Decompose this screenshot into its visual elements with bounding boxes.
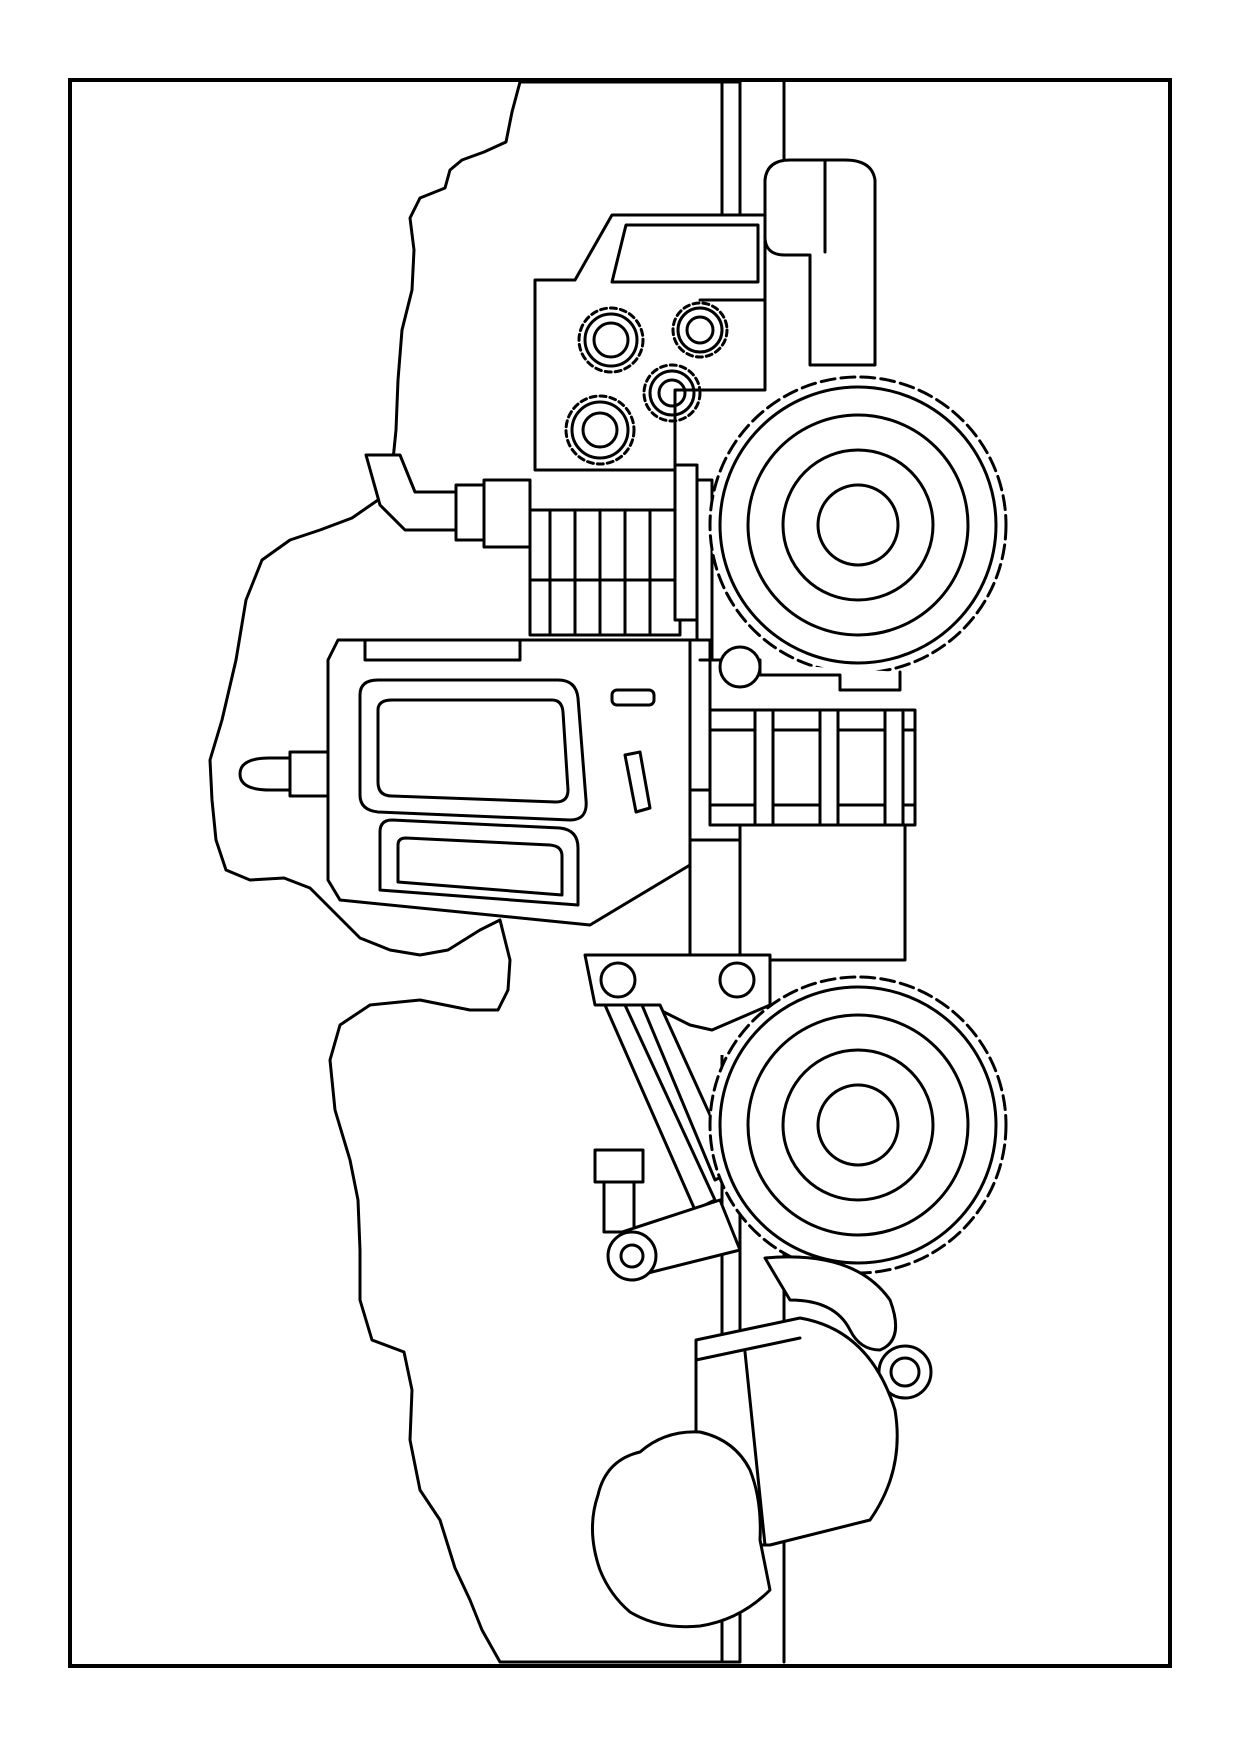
gear-icon [671, 301, 729, 359]
pivot-icon [606, 1230, 658, 1282]
ladder-icon [708, 708, 917, 827]
grille-icon [528, 508, 682, 637]
horn-icon [238, 756, 292, 792]
wheel-icon [708, 375, 1008, 675]
pivot-icon [718, 961, 756, 999]
wheel-icon [708, 975, 1008, 1275]
hydraulic-cylinder-icon [593, 1148, 645, 1184]
cab-window-icon [358, 678, 588, 822]
bucket-arm-icon [763, 1255, 898, 1352]
cab-roof-pipe-icon [763, 158, 877, 367]
pivot-icon [718, 645, 762, 689]
pivot-icon [599, 961, 637, 999]
gear-icon [642, 363, 702, 423]
exhaust-mount-icon [454, 483, 486, 542]
exhaust-mount-icon [482, 478, 532, 549]
border-frame-icon [68, 78, 1172, 1668]
engine-window-icon [610, 223, 760, 284]
rock-pile-icon [590, 1430, 772, 1629]
gear-icon [564, 394, 636, 466]
gear-icon [577, 306, 645, 374]
